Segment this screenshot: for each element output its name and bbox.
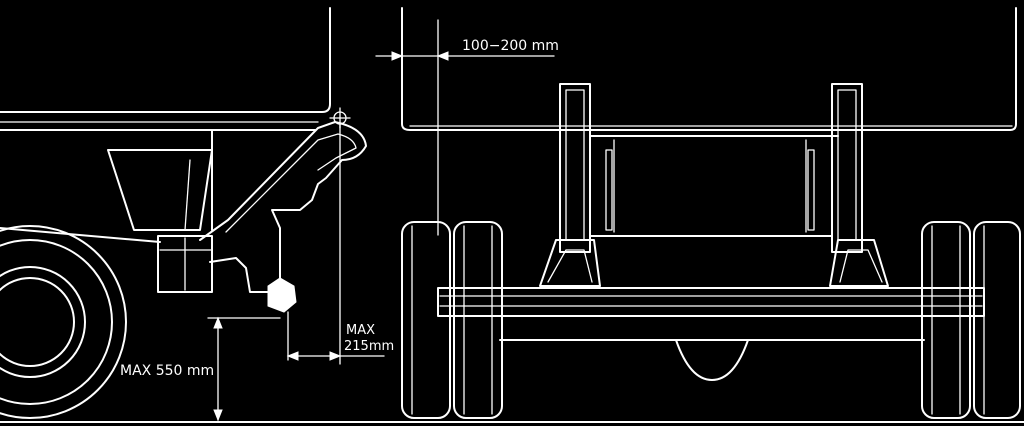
- truck-body-rear: [401, 7, 1017, 131]
- max-offset-label-line1: MAX: [346, 323, 375, 338]
- coupling-arm: [199, 121, 367, 293]
- gap-range-label: 100−200 mm: [462, 38, 559, 54]
- offset-dimension: [286, 311, 385, 361]
- bracket-funnel-inner: [184, 159, 191, 231]
- wheel-side: [0, 225, 127, 419]
- right-guide-post: [807, 83, 889, 287]
- coupling-mount: [157, 235, 213, 293]
- max-offset-label-line2: 215mm: [344, 339, 394, 354]
- side-view: MAX 215mm MAX 550 mm: [0, 7, 1024, 423]
- left-guide-post: [539, 83, 613, 287]
- hex-pin: [267, 277, 297, 313]
- left-wheels: [401, 221, 503, 419]
- gap-dimension: [375, 19, 555, 236]
- chassis-rail: [0, 227, 161, 243]
- vehicle-body: [0, 7, 331, 113]
- rear-view: 100−200 mm: [375, 7, 1021, 419]
- bracket-funnel: [107, 149, 213, 231]
- max-height-label: MAX 550 mm: [120, 363, 214, 379]
- height-dimension: [207, 316, 281, 422]
- differential: [675, 339, 749, 381]
- right-wheels: [921, 221, 1021, 419]
- cross-beam: [437, 287, 985, 317]
